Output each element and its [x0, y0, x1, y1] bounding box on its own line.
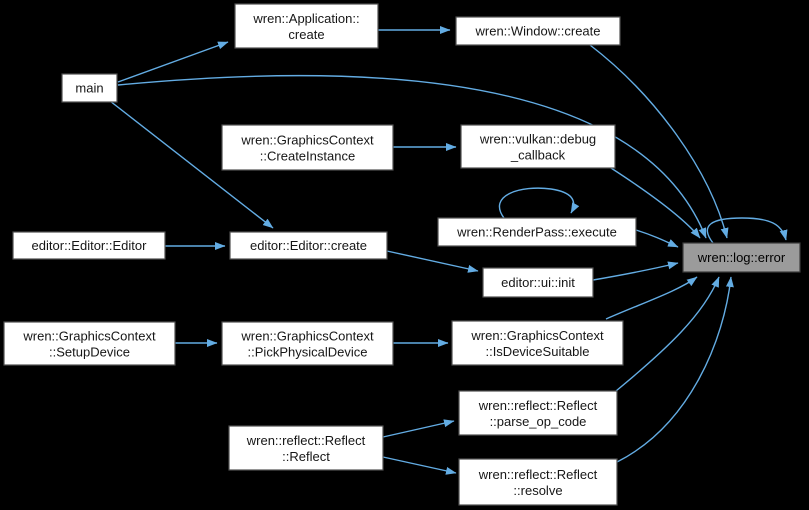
node-label-create_instance-line2: ::CreateInstance	[260, 149, 355, 164]
node-parse_op_code[interactable]: wren::reflect::Reflect::parse_op_code	[458, 390, 618, 436]
node-box-debug_callback[interactable]	[460, 124, 616, 169]
node-label-parse_op_code-line2: ::parse_op_code	[490, 414, 587, 429]
edge-is_device_suitable-to-log_error	[605, 276, 698, 320]
edge-editor_create-to-ui_init	[386, 250, 479, 273]
node-box-is_device_suitable[interactable]	[451, 320, 624, 366]
node-box-pick_physical[interactable]	[221, 321, 394, 366]
node-pick_physical[interactable]: wren::GraphicsContext::PickPhysicalDevic…	[221, 321, 394, 366]
edge-main-to-app_create	[117, 41, 229, 83]
node-label-parse_op_code-line1: wren::reflect::Reflect	[478, 398, 598, 413]
node-reflect_reflect[interactable]: wren::reflect::Reflect::Reflect	[228, 425, 384, 471]
edge-reflect_reflect-to-resolve	[382, 456, 457, 475]
node-debug_callback[interactable]: wren::vulkan::debug_callback	[460, 124, 616, 169]
node-box-reflect_reflect[interactable]	[228, 425, 384, 471]
node-box-create_instance[interactable]	[221, 124, 394, 171]
node-label-editor_editor: editor::Editor::Editor	[32, 238, 148, 253]
edge-main-to-log_error	[117, 74, 707, 239]
node-label-window_create: wren::Window::create	[475, 24, 601, 39]
node-setup_device[interactable]: wren::GraphicsContext::SetupDevice	[3, 321, 176, 366]
node-box-editor_create[interactable]	[229, 231, 388, 260]
node-window_create[interactable]: wren::Window::create	[455, 16, 621, 46]
edge-renderpass_execute-to-log_error	[635, 229, 679, 248]
node-label-log_error: wren::log::error	[697, 250, 786, 265]
node-label-create_instance-line1: wren::GraphicsContext	[240, 133, 374, 148]
node-create_instance[interactable]: wren::GraphicsContext::CreateInstance	[221, 124, 394, 171]
node-ui_init[interactable]: editor::ui::init	[482, 267, 594, 298]
node-box-resolve[interactable]	[458, 458, 618, 506]
node-editor_editor[interactable]: editor::Editor::Editor	[12, 231, 166, 260]
edge-window_create-to-log_error	[589, 44, 729, 239]
edges-layer	[109, 26, 788, 475]
node-box-ui_init[interactable]	[482, 267, 594, 298]
node-label-editor_create: editor::Editor::create	[250, 238, 367, 253]
node-renderpass_execute[interactable]: wren::RenderPass::execute	[437, 217, 637, 247]
edge-resolve-to-log_error	[616, 276, 734, 463]
node-label-resolve-line2: ::resolve	[513, 483, 562, 498]
node-box-log_error[interactable]	[682, 242, 801, 273]
edge-log_error-to-log_error	[706, 217, 788, 244]
node-label-renderpass_execute: wren::RenderPass::execute	[456, 225, 617, 240]
nodes-layer: main wren::Application::create wren::Windo…	[3, 3, 801, 506]
node-box-parse_op_code[interactable]	[458, 390, 618, 436]
node-main[interactable]: main	[61, 73, 118, 103]
edge-renderpass_execute-to-renderpass_execute	[498, 187, 580, 219]
node-label-is_device_suitable-line1: wren::GraphicsContext	[470, 328, 604, 343]
edge-parse_op_code-to-log_error	[615, 276, 720, 392]
node-label-reflect_reflect-line1: wren::reflect::Reflect	[246, 433, 366, 448]
node-label-app_create-line2: create	[288, 27, 324, 42]
edge-main-to-editor_create	[109, 100, 274, 229]
edge-ui_init-to-log_error	[592, 261, 679, 281]
node-label-pick_physical-line2: ::PickPhysicalDevice	[248, 345, 368, 360]
node-label-reflect_reflect-line2: ::Reflect	[282, 449, 330, 464]
node-label-setup_device-line1: wren::GraphicsContext	[22, 329, 156, 344]
node-label-pick_physical-line1: wren::GraphicsContext	[240, 329, 374, 344]
node-label-debug_callback-line2: _callback	[510, 148, 566, 163]
node-is_device_suitable[interactable]: wren::GraphicsContext::IsDeviceSuitable	[451, 320, 624, 366]
node-box-app_create[interactable]	[234, 3, 379, 49]
edge-debug_callback-to-log_error	[610, 167, 701, 239]
node-box-window_create[interactable]	[455, 16, 621, 46]
node-box-editor_editor[interactable]	[12, 231, 166, 260]
node-label-debug_callback-line1: wren::vulkan::debug	[479, 132, 596, 147]
node-box-renderpass_execute[interactable]	[437, 217, 637, 247]
node-label-setup_device-line2: ::SetupDevice	[49, 345, 130, 360]
node-label-ui_init: editor::ui::init	[501, 275, 575, 290]
node-box-main[interactable]	[61, 73, 118, 103]
node-log_error[interactable]: wren::log::error	[682, 242, 801, 273]
node-app_create[interactable]: wren::Application::create	[234, 3, 379, 49]
node-label-is_device_suitable-line2: ::IsDeviceSuitable	[485, 344, 589, 359]
node-label-app_create-line1: wren::Application::	[252, 11, 359, 26]
node-label-resolve-line1: wren::reflect::Reflect	[478, 467, 598, 482]
node-box-setup_device[interactable]	[3, 321, 176, 366]
node-label-main: main	[75, 81, 103, 96]
node-resolve[interactable]: wren::reflect::Reflect::resolve	[458, 458, 618, 506]
edge-reflect_reflect-to-parse_op_code	[382, 419, 455, 438]
node-editor_create[interactable]: editor::Editor::create	[229, 231, 388, 260]
